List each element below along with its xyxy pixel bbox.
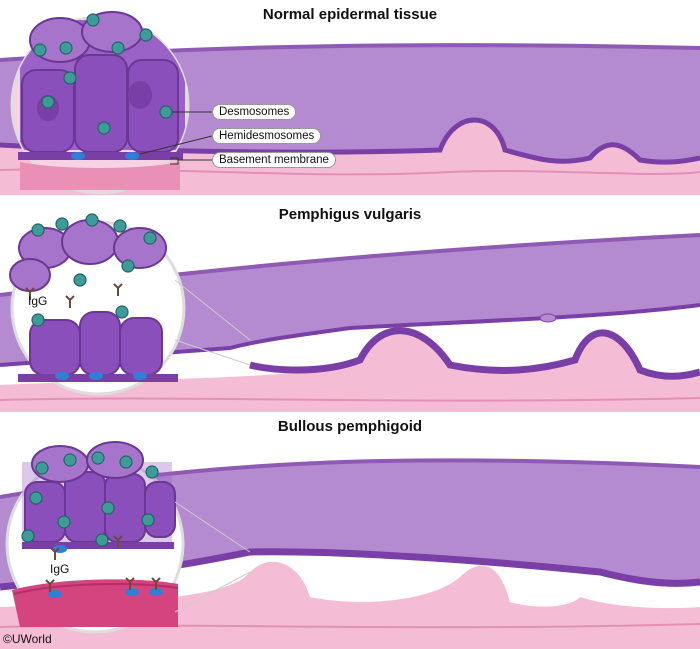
basement-membrane-label: Basement membrane [212,152,336,168]
hemidesmosomes-label: Hemidesmosomes [212,128,322,144]
desmosomes-normal [33,13,173,135]
panel-title-bullous-pemphigoid: Bullous pemphigoid [277,418,423,435]
suprabasal-blister [250,319,690,377]
hemidesmosomes-pemphigus [55,372,147,380]
igg-label-pemphigoid: IgG [50,562,70,576]
panel-pemphigus-vulgaris: Pemphigus vulgaris [0,200,700,412]
basement-membrane-bp [12,579,178,627]
pemphigus-tissue-illustration [0,213,700,412]
pemphigoid-tissue-illustration [0,441,700,649]
hemidesmosomes-normal [71,152,139,160]
panel-title-pemphigus-vulgaris: Pemphigus vulgaris [278,206,422,223]
panel-normal: Normal epidermal tissue [0,0,700,200]
igg-label-pemphigus: IgG [28,294,48,308]
pv-upper-cells [9,219,167,292]
igg-antibodies-pemphigoid [45,535,161,592]
panel-title-normal: Normal epidermal tissue [262,6,438,23]
copyright-credit: ©UWorld [3,632,52,646]
igg-antibodies-pemphigus [25,283,123,308]
normal-tissue-illustration [0,11,700,195]
desmosomes-label: Desmosomes [212,104,297,120]
desmosomes-pemphigoid [21,451,159,547]
panel-bullous-pemphigoid: Bullous pemphigoid [0,412,700,649]
desmosomes-pemphigus [31,213,157,327]
dermis [0,330,700,412]
pv-basal-cells [29,311,163,376]
